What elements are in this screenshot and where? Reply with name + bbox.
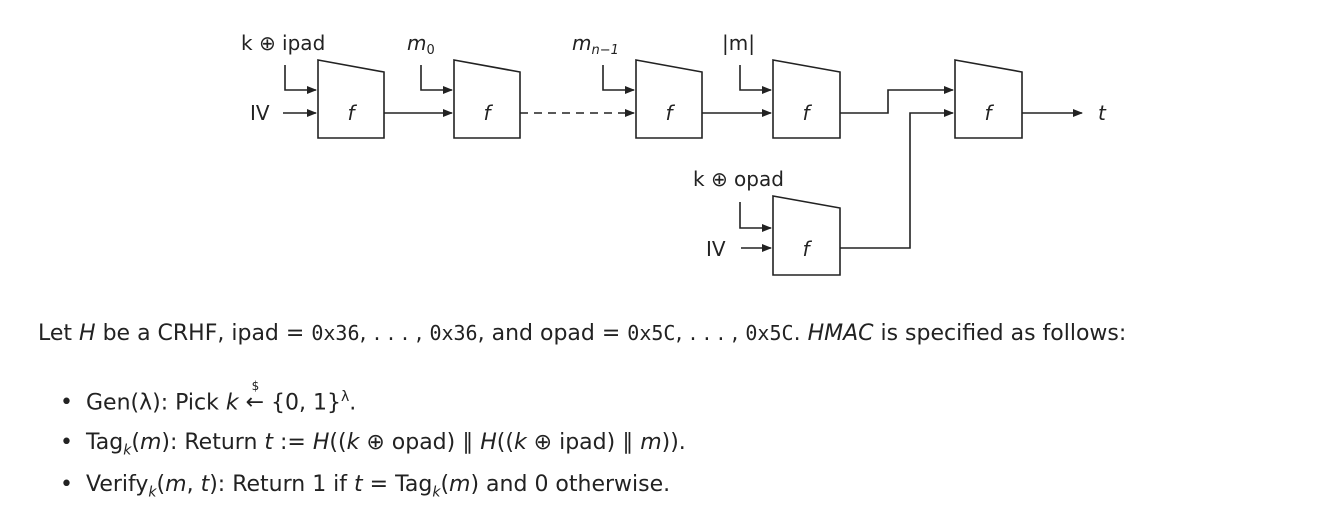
- output-t-label: t: [1098, 101, 1107, 125]
- intro-text: Let H be a CRHF, ipad = 0x36, . . . , 0x…: [38, 321, 1127, 346]
- iv-label: IV: [250, 101, 270, 125]
- compression-block-4: [772, 59, 841, 139]
- hmac-diagram: f f f f f f k ⊕ ipad m0 mn−1 |m| k ⊕ opa…: [241, 31, 1107, 276]
- f-label: f: [483, 101, 493, 125]
- compression-block-3: [635, 59, 703, 139]
- compression-block-1: [317, 59, 385, 139]
- compression-block-opad: [772, 195, 841, 276]
- mn1-input-label: mn−1: [572, 31, 619, 58]
- opad-input-label: k ⊕ opad: [693, 167, 784, 191]
- bullet-tag: •Tagk(m): Return t := H((k ⊕ opad) ∥ H((…: [60, 430, 686, 459]
- f-label: f: [802, 237, 812, 261]
- f-label: f: [347, 101, 357, 125]
- f-label: f: [665, 101, 675, 125]
- length-input-label: |m|: [722, 31, 755, 55]
- iv-label: IV: [706, 237, 726, 261]
- bullet-verify: •Verifyk(m, t): Return 1 if t = Tagk(m) …: [60, 472, 671, 501]
- f-label: f: [984, 101, 994, 125]
- f-label: f: [802, 101, 812, 125]
- bullet-gen: •Gen(λ): Pick k ←$ {0, 1}λ.: [60, 379, 357, 416]
- m0-input-label: m0: [407, 31, 435, 58]
- compression-block-outer: [954, 59, 1023, 139]
- compression-block-2: [453, 59, 521, 139]
- ipad-input-label: k ⊕ ipad: [241, 31, 325, 55]
